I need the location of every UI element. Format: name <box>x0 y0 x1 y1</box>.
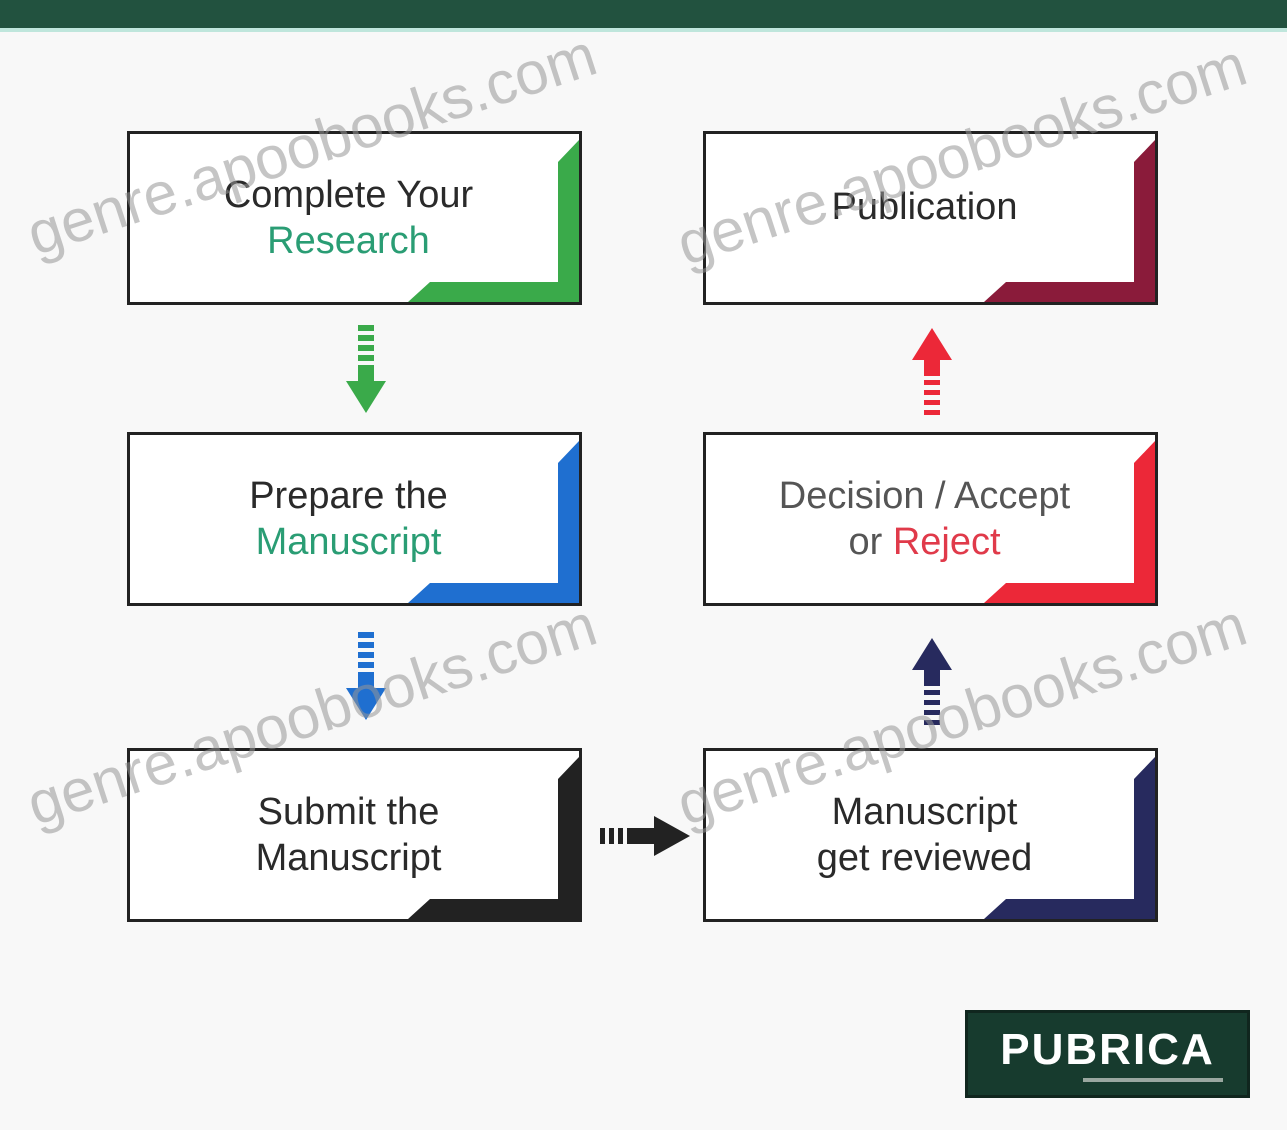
step-line-1: Decision / Accept <box>778 475 1071 517</box>
accent-corner <box>984 757 1155 919</box>
box-accent-green <box>408 140 579 302</box>
right-arrow-icon <box>600 816 690 856</box>
step-complete-research: Complete Your Research <box>127 131 582 305</box>
step-line-2: or Reject <box>848 521 1001 563</box>
step-line-1: Complete Your <box>223 174 474 216</box>
box-accent-navy <box>984 757 1155 919</box>
step-line-2: Manuscript <box>255 837 442 879</box>
arrow-shape <box>912 328 952 415</box>
step-submit-manuscript: Submit the Manuscript <box>127 748 582 922</box>
highlight-word: Reject <box>892 521 1001 563</box>
arrow-shape <box>346 632 386 720</box>
arrow-shape <box>600 816 690 856</box>
step-decision: Decision / Accept or Reject <box>703 432 1158 606</box>
step-line-1: Submit the <box>257 791 440 833</box>
step-line-1: Prepare the <box>249 475 448 517</box>
box-accent-blue <box>408 441 579 603</box>
step-publication: Publication <box>703 131 1158 305</box>
down-arrow-icon <box>346 325 386 413</box>
step-label: Manuscript get reviewed <box>706 751 1155 919</box>
accent-corner <box>408 140 579 302</box>
up-arrow-icon <box>912 638 952 725</box>
step-line-2: get reviewed <box>816 837 1033 879</box>
step-label: Decision / Accept or Reject <box>706 435 1155 603</box>
arrow-shape <box>912 638 952 725</box>
step-label: Publication <box>706 134 1155 302</box>
accent-corner <box>408 441 579 603</box>
box-accent-maroon <box>984 140 1155 302</box>
up-arrow-icon <box>912 328 952 415</box>
logo-tagline-bar <box>1082 1078 1223 1082</box>
header-bar <box>0 0 1287 32</box>
step-label: Prepare the Manuscript <box>130 435 579 603</box>
accent-corner <box>408 757 579 919</box>
step-line-2: Research <box>267 220 430 262</box>
step-prepare-manuscript: Prepare the Manuscript <box>127 432 582 606</box>
accent-corner <box>984 441 1155 603</box>
step-line-1: Manuscript <box>831 791 1018 833</box>
step-line-1: Publication <box>831 186 1018 228</box>
accent-corner <box>984 140 1155 302</box>
pubrica-logo: PUBRICA <box>965 1010 1250 1098</box>
step-line-2: Manuscript <box>255 521 442 563</box>
step-label: Submit the Manuscript <box>130 751 579 919</box>
arrow-shape <box>346 325 386 413</box>
step-manuscript-reviewed: Manuscript get reviewed <box>703 748 1158 922</box>
down-arrow-icon <box>346 632 386 720</box>
box-accent-red <box>984 441 1155 603</box>
box-accent-black <box>408 757 579 919</box>
step-label: Complete Your Research <box>130 134 579 302</box>
logo-text: PUBRICA <box>1000 1025 1215 1074</box>
